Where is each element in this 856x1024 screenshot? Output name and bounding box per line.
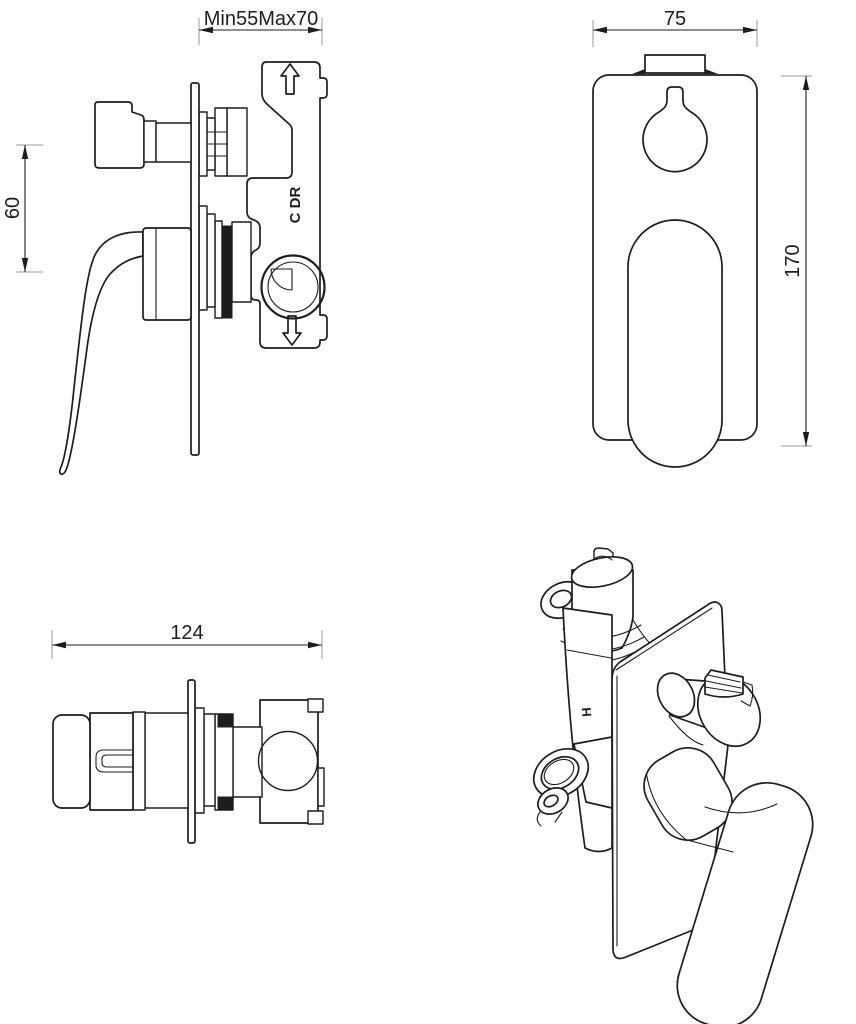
dimension-depth-label: Min55Max70 [204,8,319,30]
spacer [198,111,208,177]
spacer [198,205,208,311]
grip-ridges [704,674,743,694]
lever-hub [142,227,192,321]
spacer [194,707,205,814]
tab-fillet [705,69,718,74]
tab-fillet [632,69,645,74]
view-isometric: H [532,547,814,1024]
knob-base [656,672,696,718]
mixer-side-drawing: C DR [58,61,328,476]
handle-iso [643,747,814,1024]
arrowhead-down-icon [21,258,29,272]
handle-neck [155,122,192,163]
retaining-clip-bottom-hole [543,794,559,808]
dimension-height-60: 60 [2,144,43,273]
clamp-block [231,221,252,303]
arrowhead-left-icon [52,641,66,649]
neck-seam [686,839,734,853]
faceplate-side [190,82,200,456]
dimension-width-label: 75 [664,8,686,30]
dimension-width-75: 75 [592,8,758,47]
knob-underside [668,715,704,746]
housing-bump [317,767,325,807]
handle-side [58,101,192,476]
dimension-depth: Min55Max70 [198,8,323,45]
handle-front [627,219,723,468]
dimension-width-124: 124 [51,622,323,659]
faceplate-top [187,679,196,844]
grip-notch [740,681,754,707]
dimension-height-label: 170 [782,244,804,277]
paddle-collar-seam [704,803,778,814]
dimension-height-label: 60 [2,197,24,219]
housing-body [259,699,319,824]
knob-grip [704,669,744,698]
seal-block [217,713,234,728]
cartridge-stack-lower [198,205,252,319]
dimension-width-label: 124 [170,622,203,644]
cartridge-stack-top [194,707,234,814]
clamp-block [214,107,228,177]
lever-hub-iso [643,747,733,841]
inlet-port-bore [543,758,575,786]
handle-cap-top [52,714,91,809]
handle-collar [132,711,146,811]
arrowhead-up-icon [21,145,29,159]
handle-top [52,711,189,811]
handle-neck [143,120,157,163]
diverter-knob-iso [656,669,762,748]
arrowhead-right-icon [308,26,322,34]
diverter-port-outer-circle [260,254,326,320]
view-side: Min55Max70 60 C DR [2,8,328,476]
flow-up-arrow-icon [280,63,300,95]
seal-strip [221,225,233,319]
arrowhead-right-icon [743,26,757,34]
seal-block [217,796,234,811]
spacer [206,213,216,308]
valve-cylinder-top [257,730,319,792]
lever-paddle [676,781,814,1024]
housing-tab [307,698,324,713]
lever-slot-inner [101,754,134,768]
dimension-height-170: 170 [781,75,812,447]
diverter-port-inner-circle [267,261,319,313]
lever-slot-outer [95,749,134,773]
cartridge-stack-upper [198,107,248,177]
valve-block [232,726,263,798]
flow-down-arrow-icon [282,315,302,346]
handle-base [144,712,189,809]
arrowhead-left-icon [593,26,607,34]
spacer [214,220,223,319]
mixer-front-drawing [592,54,758,468]
hot-inlet-marking: H [579,707,595,718]
diverter-position-indicator [270,268,293,291]
clip-hook [536,811,563,827]
arrowhead-down-icon [802,432,810,446]
housing-tab [307,810,324,825]
cartridge-body [214,713,234,811]
plate-thickness-edge [615,607,713,671]
pipe-lip [593,555,613,561]
arrowhead-up-icon [802,76,810,90]
top-pipe-opening [570,556,634,588]
view-front: 75 170 [592,8,812,468]
arrowhead-right-icon [308,641,322,649]
mixer-top-drawing [52,679,325,844]
handle-cap [94,101,145,169]
body-seam [566,649,612,659]
mounting-tab [644,54,706,74]
spacer [203,713,216,807]
view-top: 124 [51,622,325,844]
diverter-knob-front [642,86,708,173]
hub-dome-seam [645,773,688,842]
valve-housing-top [232,698,325,825]
lever-blade [58,231,144,476]
valve-body-column [562,607,613,853]
port-marking-c-dr: C DR [287,187,304,224]
retaining-clip-top-hole [549,589,573,609]
clamp-block [226,107,248,177]
arrowhead-left-icon [199,26,213,34]
